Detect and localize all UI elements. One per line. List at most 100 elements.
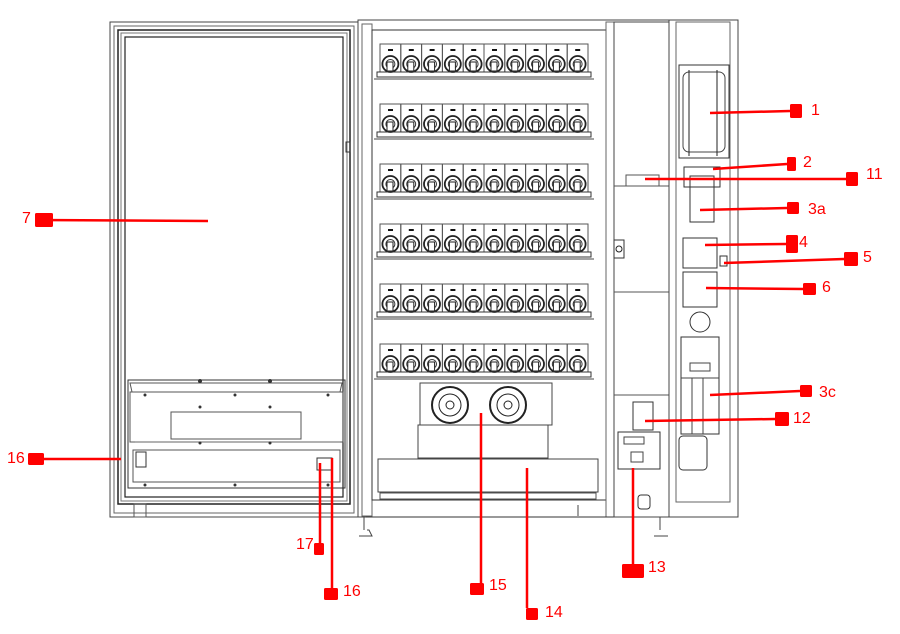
cabinet	[357, 19, 739, 537]
callout-label-17: 17	[296, 536, 314, 553]
spiral-module	[441, 163, 464, 193]
spiral-module	[379, 43, 402, 73]
refrigeration-unit	[377, 458, 599, 500]
callout-marker	[314, 543, 324, 555]
callout-marker	[28, 453, 44, 465]
spiral-module	[462, 163, 485, 193]
spiral-module	[545, 103, 568, 133]
callout-marker	[790, 104, 802, 118]
callout-marker	[844, 252, 858, 266]
callout-3a	[699, 202, 799, 214]
selection-panel-plate	[682, 237, 718, 269]
callout-13	[622, 468, 644, 578]
spiral-module	[441, 43, 464, 73]
spiral-module	[400, 43, 423, 73]
product-shelves	[374, 43, 594, 380]
callout-16b	[324, 458, 338, 600]
callout-marker	[787, 157, 796, 171]
spiral-module	[379, 223, 402, 253]
spiral-module	[504, 163, 527, 193]
callout-marker	[803, 283, 816, 295]
spiral-module	[525, 223, 547, 253]
spiral-module	[483, 343, 506, 373]
callout-17	[314, 463, 324, 555]
lower-panel-plate	[682, 271, 718, 308]
spiral-module	[462, 223, 485, 253]
callout-3c	[709, 385, 812, 397]
lock-switch	[719, 255, 728, 267]
spiral-module	[441, 223, 464, 253]
leader-line	[705, 286, 804, 291]
callout-11	[645, 172, 858, 186]
spiral-module	[545, 283, 568, 313]
card-reader-module	[689, 175, 715, 223]
leader-line	[644, 417, 776, 423]
spiral-module	[504, 283, 527, 313]
callout-label-12: 12	[793, 410, 811, 427]
callout-4	[704, 235, 798, 253]
leader-line	[723, 257, 845, 265]
spiral-module	[483, 223, 506, 253]
spiral-module	[525, 103, 547, 133]
callout-label-1: 1	[811, 102, 820, 119]
spiral-module	[379, 163, 402, 193]
callout-12	[644, 412, 789, 426]
callout-marker	[775, 412, 789, 426]
callout-label-5: 5	[863, 249, 872, 266]
callout-label-16b: 16	[343, 583, 361, 600]
callout-marker	[787, 202, 799, 214]
spiral-module	[483, 103, 506, 133]
shelf	[374, 103, 594, 140]
callout-label-11: 11	[866, 166, 883, 183]
spiral-module	[483, 283, 506, 313]
spiral-module	[566, 163, 589, 193]
leader-line	[699, 206, 788, 212]
callout-5	[723, 252, 858, 266]
callout-label-3c: 3c	[819, 384, 836, 401]
shelf	[374, 163, 594, 200]
callout-marker	[622, 564, 644, 578]
callout-14	[525, 468, 538, 620]
leader-line	[34, 218, 209, 223]
callout-1	[709, 104, 802, 118]
callout-6	[705, 283, 816, 295]
spiral-module	[545, 163, 568, 193]
spiral-module	[504, 43, 527, 73]
leader-line	[709, 109, 791, 115]
service-shelf-tab	[625, 174, 660, 187]
callout-marker	[526, 608, 538, 620]
glass-door	[109, 21, 359, 518]
shelf	[374, 43, 594, 80]
callout-label-13: 13	[648, 559, 666, 576]
callout-marker	[470, 583, 484, 595]
spiral-module	[525, 283, 547, 313]
callout-label-3a: 3a	[808, 201, 826, 218]
spiral-module	[545, 343, 568, 373]
shelf	[374, 223, 594, 260]
door-lock	[613, 239, 625, 259]
callout-16a	[28, 453, 121, 465]
spiral-module	[483, 163, 506, 193]
callouts	[28, 104, 858, 620]
leader-line	[709, 389, 801, 397]
callout-label-2: 2	[803, 154, 812, 171]
callout-label-6: 6	[822, 279, 831, 296]
spiral-module	[379, 103, 402, 133]
spiral-module	[400, 103, 423, 133]
spiral-module	[421, 223, 443, 253]
main-control-box	[617, 431, 661, 470]
spiral-module	[421, 343, 443, 373]
condenser-fans	[419, 382, 553, 426]
spiral-module	[462, 343, 485, 373]
callout-7	[34, 213, 209, 227]
callout-marker	[324, 588, 338, 600]
spiral-module	[441, 103, 464, 133]
spiral-module	[421, 103, 443, 133]
leader-line	[704, 242, 787, 247]
leader-line	[712, 162, 788, 171]
spiral-module	[379, 283, 402, 313]
shelf	[374, 283, 594, 320]
callout-15	[470, 413, 484, 595]
callout-marker	[800, 385, 812, 397]
